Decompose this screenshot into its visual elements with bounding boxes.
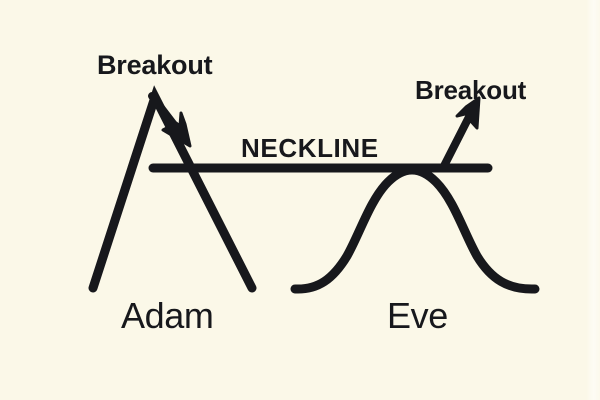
arrow-up-right-icon [440, 96, 481, 170]
adam-label: Adam [121, 295, 214, 336]
arrow-down-right-icon [148, 92, 192, 148]
eve-peak-curve [290, 165, 540, 294]
breakout-right-label: Breakout [415, 75, 527, 105]
eve-label: Eve [387, 295, 448, 336]
neckline-label: NECKLINE [241, 133, 379, 163]
breakout-left-label: Breakout [97, 50, 213, 80]
